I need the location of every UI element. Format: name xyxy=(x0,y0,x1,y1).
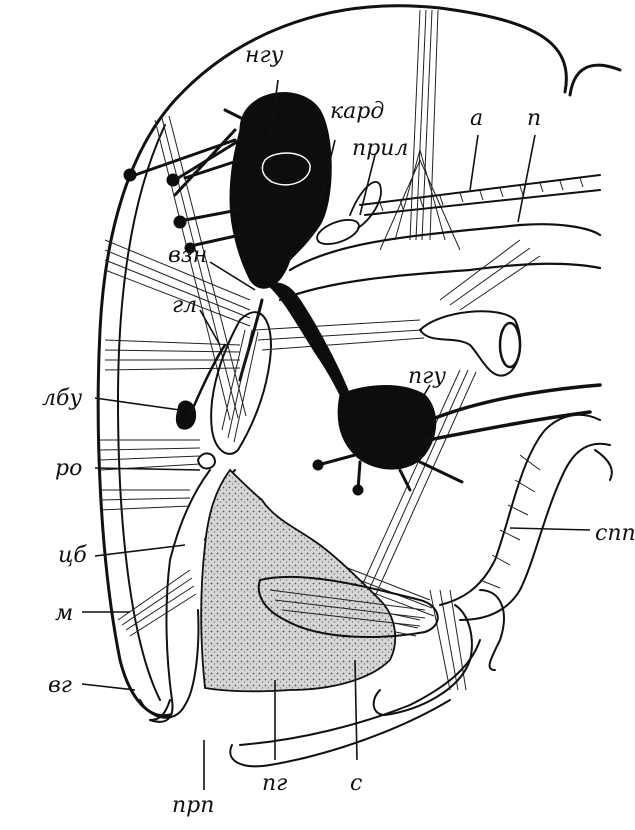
body-inner-outline xyxy=(118,125,165,700)
label-vzn: взн xyxy=(168,243,207,268)
label-kard: кард xyxy=(330,99,384,124)
label-p: п xyxy=(527,106,541,131)
label-a: а xyxy=(470,106,483,131)
label-gl: гл xyxy=(172,293,197,318)
vessel-p xyxy=(280,224,600,300)
stippled-region-pg xyxy=(201,470,395,691)
label-lbu: лбу xyxy=(42,386,82,411)
artery-a xyxy=(360,175,600,215)
label-spp: спп xyxy=(595,521,635,546)
ganglion-ngu xyxy=(230,93,331,289)
label-pgu: пгу xyxy=(408,364,446,389)
label-s: с xyxy=(350,771,362,796)
structure-spp xyxy=(440,415,610,620)
label-pril: прил xyxy=(352,136,408,161)
label-m: м xyxy=(55,601,73,626)
label-prp: прп xyxy=(172,793,214,818)
ganglion-lbu xyxy=(176,401,195,429)
structure-ro xyxy=(198,453,215,468)
label-tsb: цб xyxy=(58,543,87,568)
label-ro: ро xyxy=(55,456,82,481)
label-pg: пг xyxy=(262,771,287,796)
label-vg: вг xyxy=(48,673,72,698)
tube-gl xyxy=(211,312,271,454)
label-ngu: нгу xyxy=(245,43,284,68)
